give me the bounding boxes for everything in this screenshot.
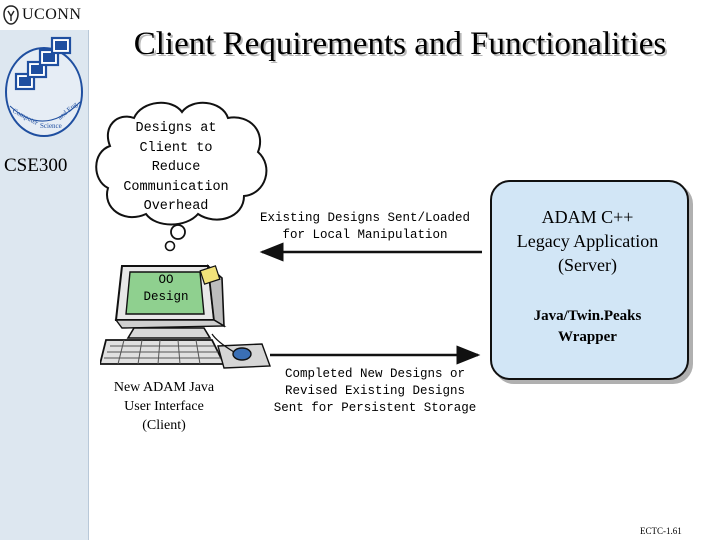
slide-title: Client Requirements and Functionalities: [133, 26, 667, 62]
client-label-line: New ADAM Java: [113, 380, 215, 395]
thought-bubble-text: Designs at Client to Reduce Communicatio…: [105, 119, 247, 217]
thought-line: Designs at: [135, 121, 217, 136]
uconn-wordmark: UCONN: [22, 6, 82, 23]
thought-line: Client to: [139, 140, 213, 156]
server-label: ADAM C++ Legacy Application (Server): [490, 205, 685, 277]
arrow-label-line: Revised Existing Designs: [284, 384, 466, 398]
arrow-to-server-label: Completed New Designs or Revised Existin…: [258, 366, 492, 417]
wrapper-label-line: Java/Twin.Peaks: [533, 308, 642, 324]
monitor-line: Design: [143, 290, 189, 304]
thought-line: Overhead: [143, 199, 209, 214]
uconn-logo: UCONN: [2, 2, 88, 28]
server-label-line: Legacy Application: [516, 231, 659, 251]
thought-bubble: [95, 101, 268, 252]
client-label-line: (Client): [142, 418, 186, 433]
monitor-screen-text: OO Design: [136, 272, 196, 306]
wrapper-label: Java/Twin.Peaks Wrapper: [490, 306, 685, 348]
arrow-label-line: Sent for Persistent Storage: [273, 401, 477, 415]
svg-text:Science: Science: [40, 122, 62, 130]
client-label-line: User Interface: [124, 399, 204, 414]
computer-science-seal-icon: Computer Science and Eng: [5, 36, 83, 137]
thought-line: Reduce: [151, 160, 201, 175]
wrapper-label-line: Wrapper: [558, 329, 617, 345]
arrow-to-client-label: Existing Designs Sent/Loaded for Local M…: [246, 210, 484, 244]
monitor-line: OO: [158, 273, 174, 287]
course-label: CSE300: [4, 155, 68, 176]
arrow-label-line: for Local Manipulation: [282, 228, 448, 242]
arrow-label-line: Existing Designs Sent/Loaded: [259, 211, 471, 225]
thought-line: Communication: [123, 179, 229, 195]
slide-code: ECTC-1.61: [640, 526, 682, 536]
server-label-line: ADAM C++: [541, 207, 634, 227]
husky-paw-icon: [3, 5, 19, 25]
client-label: New ADAM Java User Interface (Client): [100, 378, 228, 435]
arrow-label-line: Completed New Designs or: [284, 367, 466, 381]
server-box: [490, 180, 689, 380]
client-computer-icon: [100, 264, 271, 369]
sidebar: UCONN Computer Science and Eng CSE300: [0, 0, 89, 540]
server-label-line: (Server): [558, 255, 617, 275]
